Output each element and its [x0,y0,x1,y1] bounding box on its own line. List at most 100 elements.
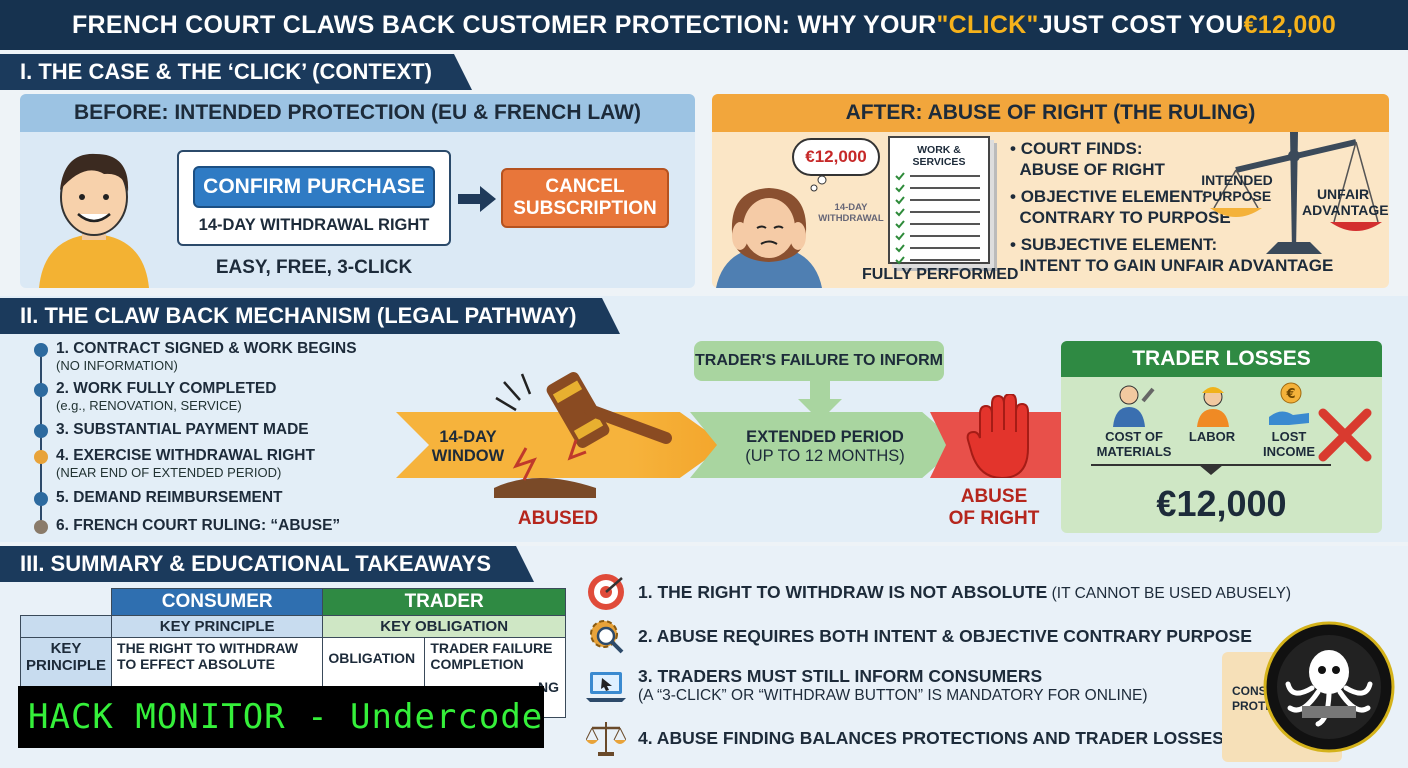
after-panel: AFTER: ABUSE OF RIGHT (THE RULING) €12,0… [712,94,1389,288]
section-3-heading: III. SUMMARY & EDUCATIONAL TAKEAWAYS [0,546,534,582]
takeaway-1-note: (IT CANNOT BE USED ABUSELY) [1047,584,1292,602]
laptop-cursor-icon [586,672,626,702]
ruling-bullets: • COURT FINDS: ABUSE OF RIGHT • OBJECTIV… [1010,138,1333,276]
cost-thought-bubble: €12,000 [792,138,880,176]
arrow-down-icon [798,381,842,421]
extended-period-label: EXTENDED PERIOD(UP TO 12 MONTHS) [730,428,920,466]
gear-magnifier-icon [590,620,624,654]
octopus-logo-icon [1263,621,1395,753]
failure-l2: COMPLETION [430,656,524,672]
bullet-2-l1: OBJECTIVE ELEMENT: [1020,187,1207,206]
partial-l1: CONS [1232,684,1267,698]
timeline-step-1: 1. CONTRACT SIGNED & WORK BEGINS(NO INFO… [34,340,357,373]
window-l1: 14-DAY [439,428,497,446]
row-label-l1: KEY [50,640,82,657]
trader-losses-heading: TRADER LOSSES [1061,341,1382,377]
loss-1-l2: MATERIALS [1096,444,1172,459]
section-2-heading-text: II. THE CLAW BACK MECHANISM (LEGAL PATHW… [20,303,577,328]
title-amount: €12,000 [1243,10,1337,39]
key-principle-header: KEY PRINCIPLE [111,615,324,638]
scale-right-l2: ADVANTAGE [1302,202,1389,218]
before-panel: BEFORE: INTENDED PROTECTION (EU & FRENCH… [20,94,695,288]
bullet-2-l2: CONTRARY TO PURPOSE [1019,208,1231,227]
step-3-text: 3. SUBSTANTIAL PAYMENT MADE [56,421,309,438]
bullet-1-l2: ABUSE OF RIGHT [1019,160,1165,179]
loss-1-l1: COST OF [1105,429,1163,444]
takeaway-4: 4. ABUSE FINDING BALANCES PROTECTIONS AN… [586,718,1224,758]
laborer-hardhat-icon [1197,387,1229,427]
empty-cell [21,589,112,616]
stop-hand-icon [966,394,1029,478]
bubble-dots [810,176,827,192]
after-heading: AFTER: ABUSE OF RIGHT (THE RULING) [712,94,1389,132]
partial-l2: PROTE [1232,699,1274,713]
window-l2: WINDOW [431,447,505,465]
title-click: "CLICK" [936,10,1039,39]
balance-scale-icon [586,722,626,756]
scale-left-l1: INTENDED [1201,172,1273,188]
step-dot [34,424,48,438]
abuse-l2: OF RIGHT [948,508,1040,529]
step-dot [34,343,48,357]
bullet-objective: • OBJECTIVE ELEMENT: CONTRARY TO PURPOSE [1010,187,1231,227]
takeaway-3-main: 3. TRADERS MUST STILL INFORM CONSUMERS [638,666,1043,686]
consumer-header: CONSUMER [111,588,324,616]
takeaway-2-main: 2. ABUSE REQUIRES BOTH INTENT & OBJECTIV… [638,625,1252,646]
bullet-3-l2: INTENT TO GAIN UNFAIR ADVANTAGE [1019,256,1334,275]
timeline-step-2: 2. WORK FULLY COMPLETED(e.g., RENOVATION… [34,380,276,413]
takeaways: 1. THE RIGHT TO WITHDRAW IS NOT ABSOLUTE… [586,572,1386,762]
step-2-sub: (e.g., RENOVATION, SERVICE) [56,398,242,413]
lost-income-icon: € [1269,382,1309,425]
window-arrow [396,412,726,478]
bracket-line [1091,464,1331,475]
easy-caption: EASY, FREE, 3-CLICK [215,257,413,278]
cancel-l1: CANCEL [545,176,625,197]
bullet-3-l1: SUBJECTIVE ELEMENT: [1020,235,1218,254]
extended-l2: (UP TO 12 MONTHS) [745,447,905,465]
purchase-dialog: CONFIRM PURCHASE 14-DAY WITHDRAWAL RIGHT [177,150,451,246]
abused-label: ABUSED [517,508,599,529]
failure-l1: TRADER FAILURE [430,640,553,656]
confirm-purchase-button[interactable]: CONFIRM PURCHASE [193,166,435,208]
step-6-text: 6. FRENCH COURT RULING: “ABUSE” [56,517,341,534]
watermark-banner: HACK MONITOR - Undercode [18,686,544,748]
extended-l1: EXTENDED PERIOD [746,428,904,446]
scale-icon [1210,132,1382,254]
step-5-text: 5. DEMAND REIMBURSEMENT [56,489,283,506]
stamp-l1: 14-DAY [834,202,868,213]
bullet-1-l1: COURT FINDS: [1020,139,1143,158]
scale-left-l2: PURPOSE [1202,188,1272,204]
timeline-step-5: 5. DEMAND REIMBURSEMENT [34,489,282,507]
abuse-l1: ABUSE [960,486,1028,507]
happy-person-icon [39,153,149,288]
page-title: FRENCH COURT CLAWS BACK CUSTOMER PROTECT… [0,0,1408,50]
gavel-icon [494,372,672,498]
step-4-sub: (NEAR END OF EXTENDED PERIOD) [56,465,282,480]
checklist-icon [895,172,980,265]
takeaway-1: 1. THE RIGHT TO WITHDRAW IS NOT ABSOLUTE… [586,572,1291,612]
worried-person-icon [716,188,822,288]
timeline: 1. CONTRACT SIGNED & WORK BEGINS(NO INFO… [0,340,420,540]
takeaway-3: 3. TRADERS MUST STILL INFORM CONSUMERS(A… [586,666,1148,706]
bullet-court: • COURT FINDS: ABUSE OF RIGHT [1010,139,1165,179]
trader-header: TRADER [322,588,566,616]
losses-total: €12,000 [1156,483,1287,524]
step-1-text: 1. CONTRACT SIGNED & WORK BEGINS [56,340,357,357]
bullet-subjective: • SUBJECTIVE ELEMENT: INTENT TO GAIN UNF… [1010,235,1334,275]
timeline-step-3: 3. SUBSTANTIAL PAYMENT MADE [34,421,309,439]
section-1-heading: I. THE CASE & THE ‘CLICK’ (CONTEXT) [0,54,472,90]
takeaway-2: 2. ABUSE REQUIRES BOTH INTENT & OBJECTIV… [586,616,1252,656]
extended-arrow [690,412,960,478]
step-4-text: 4. EXERCISE WITHDRAWAL RIGHT [56,447,315,464]
loss-3-l1: LOST [1271,429,1307,444]
takeaway-4-main: 4. ABUSE FINDING BALANCES PROTECTIONS AN… [638,727,1224,748]
step-dot [34,492,48,506]
